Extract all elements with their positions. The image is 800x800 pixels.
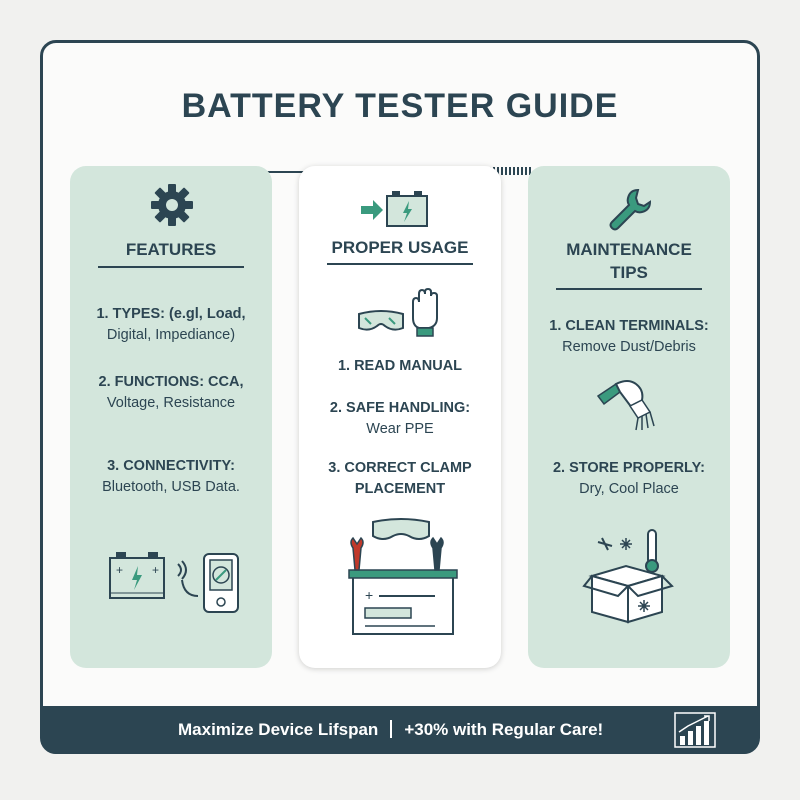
feature-item-3-head: 3. CONNECTIVITY: [107, 458, 235, 474]
usage-item-1: 1. READ MANUAL [299, 356, 501, 377]
usage-card: PROPER USAGE 1. READ MANUAL 2. SAFE HAND… [299, 166, 501, 668]
footer-left-text: Maximize Device Lifspan [178, 720, 379, 739]
maintenance-title-line1: MAINTENANCE [566, 240, 692, 259]
usage-item-1-head: 1. READ MANUAL [337, 358, 463, 374]
usage-item-2-detail: Wear PPE [366, 421, 434, 437]
growth-chart-icon [674, 712, 716, 748]
footer-text: Maximize Device Lifspan +30% with Regular… [178, 720, 603, 740]
footer-right-text: +30% with Regular Care! [404, 720, 604, 739]
usage-item-2-head: 2. SAFE HANDLING: [329, 400, 471, 416]
maintenance-rule [556, 288, 702, 290]
clamp-battery-icon: + [348, 518, 458, 635]
footer-separator [390, 720, 393, 738]
storage-box-icon [582, 529, 674, 624]
features-card: FEATURES 1. TYPES: (e.gl, Load, Digital,… [70, 166, 272, 668]
phone-tester-icon [203, 553, 239, 613]
feature-item-3-detail: Bluetooth, USB Data. [102, 479, 240, 495]
usage-rule [327, 263, 473, 265]
goggles-icon [358, 310, 404, 331]
usage-item-3-head: 3. CORRECT CLAMP [328, 460, 472, 476]
glove-icon [412, 288, 438, 337]
features-title: FEATURES [125, 240, 217, 259]
battery-charge-icon [361, 191, 428, 227]
battery-icon: + + [109, 552, 165, 599]
maintenance-item-1-detail: Remove Dust/Debris [562, 339, 696, 355]
maintenance-title: MAINTENANCE TIPS [528, 238, 730, 284]
feature-item-2: 2. FUNCTIONS: CCA, Voltage, Resistance [70, 372, 272, 414]
maintenance-item-2-detail: Dry, Cool Place [579, 481, 679, 497]
maintenance-title-line2: TIPS [610, 263, 648, 282]
feature-item-1-head: 1. TYPES: (e.gl, Load, [96, 306, 246, 322]
feature-item-1: 1. TYPES: (e.gl, Load, Digital, Impedian… [70, 304, 272, 346]
footer-bar: Maximize Device Lifspan +30% with Regular… [42, 706, 758, 754]
feature-item-3: 3. CONNECTIVITY: Bluetooth, USB Data. [70, 456, 272, 498]
svg-text:+: + [116, 563, 123, 577]
gear-icon [151, 184, 193, 226]
feature-item-1-detail: Digital, Impediance) [106, 327, 236, 343]
maintenance-card: MAINTENANCE TIPS 1. CLEAN TERMINALS: Rem… [528, 166, 730, 668]
maintenance-item-1: 1. CLEAN TERMINALS: Remove Dust/Debris [528, 316, 730, 358]
maintenance-item-1-head: 1. CLEAN TERMINALS: [549, 318, 709, 334]
maintenance-item-2: 2. STORE PROPERLY: Dry, Cool Place [528, 458, 730, 500]
page-title: BATTERY TESTER GUIDE [181, 87, 619, 125]
svg-text:+: + [152, 563, 159, 577]
usage-item-3: 3. CORRECT CLAMP PLACEMENT [299, 458, 501, 500]
feature-item-2-head: 2. FUNCTIONS: CCA, [98, 374, 244, 390]
feature-item-2-detail: Voltage, Resistance [106, 395, 236, 411]
cleaning-brush-icon [596, 380, 655, 431]
wrench-icon [609, 188, 652, 231]
svg-text:+: + [365, 587, 373, 603]
usage-item-2: 2. SAFE HANDLING: Wear PPE [299, 398, 501, 440]
wireless-signal-icon [177, 560, 198, 597]
usage-title: PROPER USAGE [331, 238, 469, 257]
maintenance-item-2-head: 2. STORE PROPERLY: [552, 460, 706, 476]
features-rule [98, 266, 244, 268]
usage-item-3-detail: PLACEMENT [354, 481, 446, 497]
